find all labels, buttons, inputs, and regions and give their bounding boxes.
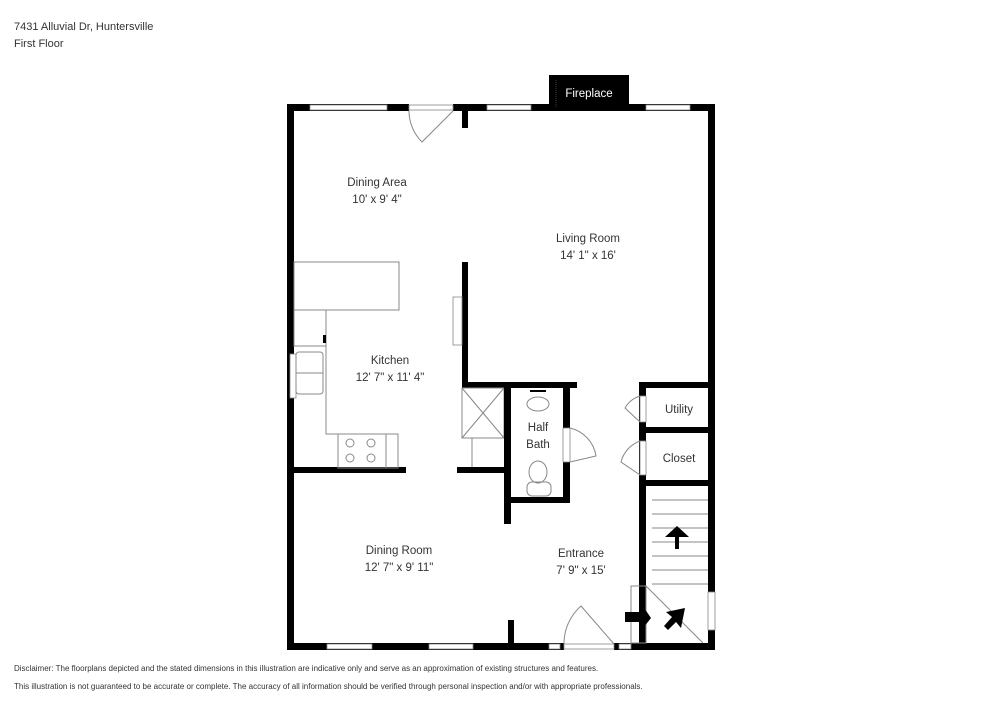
floor-label: First Floor <box>14 38 64 50</box>
svg-text:12' 7" x 11' 4": 12' 7" x 11' 4" <box>356 372 425 384</box>
svg-text:10' x 9' 4": 10' x 9' 4" <box>352 194 401 206</box>
svg-text:Dining Area: Dining Area <box>347 177 407 189</box>
svg-text:Utility: Utility <box>665 404 693 416</box>
kitchen-counters <box>289 261 400 469</box>
closet-door-swing-icon <box>620 440 641 476</box>
room-dining-area: Dining Area 10' x 9' 4" <box>347 177 407 206</box>
entrance-door-swing-icon <box>563 605 615 645</box>
room-dining-room: Dining Room 12' 7" x 9' 11" <box>365 545 434 574</box>
stair-arrow-right-icon <box>625 602 651 632</box>
utility-door-swing-icon <box>624 395 641 423</box>
sink-icon <box>526 396 550 412</box>
svg-text:Closet: Closet <box>663 453 696 465</box>
svg-text:Bath: Bath <box>526 439 550 451</box>
svg-text:7' 9" x 15': 7' 9" x 15' <box>556 565 605 577</box>
svg-text:14' 1" x 16': 14' 1" x 16' <box>560 250 616 262</box>
fireplace-label: Fireplace <box>565 88 612 100</box>
svg-text:Living Room: Living Room <box>556 233 620 245</box>
svg-text:Kitchen: Kitchen <box>371 355 409 367</box>
pantry-cabinet <box>461 387 505 468</box>
room-half-bath: Half Bath <box>526 422 550 451</box>
disclaimer-line-2: This illustration is not guaranteed to b… <box>14 682 643 691</box>
stairs <box>625 499 716 644</box>
disclaimer-line-1: Disclaimer: The floorplans depicted and … <box>14 664 599 673</box>
toilet-icon <box>528 460 548 484</box>
stair-arrow-up-icon <box>665 526 689 549</box>
windows-top <box>309 104 691 111</box>
stove-icon <box>337 433 387 469</box>
interior-wall <box>462 262 468 388</box>
room-kitchen: Kitchen 12' 7" x 11' 4" <box>356 355 425 384</box>
room-living-room: Living Room 14' 1" x 16' <box>556 233 620 262</box>
door-swing-icon <box>408 110 454 143</box>
room-utility: Utility <box>665 404 693 416</box>
property-address: 7431 Alluvial Dr, Huntersville <box>14 21 154 33</box>
fireplace: Fireplace <box>549 75 629 108</box>
room-entrance: Entrance 7' 9" x 15' <box>556 548 605 577</box>
svg-text:Dining Room: Dining Room <box>366 545 432 557</box>
stair-arrow-diagonal-icon <box>664 608 685 630</box>
svg-text:Half: Half <box>528 422 549 434</box>
svg-text:Entrance: Entrance <box>558 548 604 560</box>
room-closet: Closet <box>663 453 696 465</box>
bath-door-swing-icon <box>569 427 597 463</box>
svg-text:12' 7" x 9' 11": 12' 7" x 9' 11" <box>365 562 434 574</box>
